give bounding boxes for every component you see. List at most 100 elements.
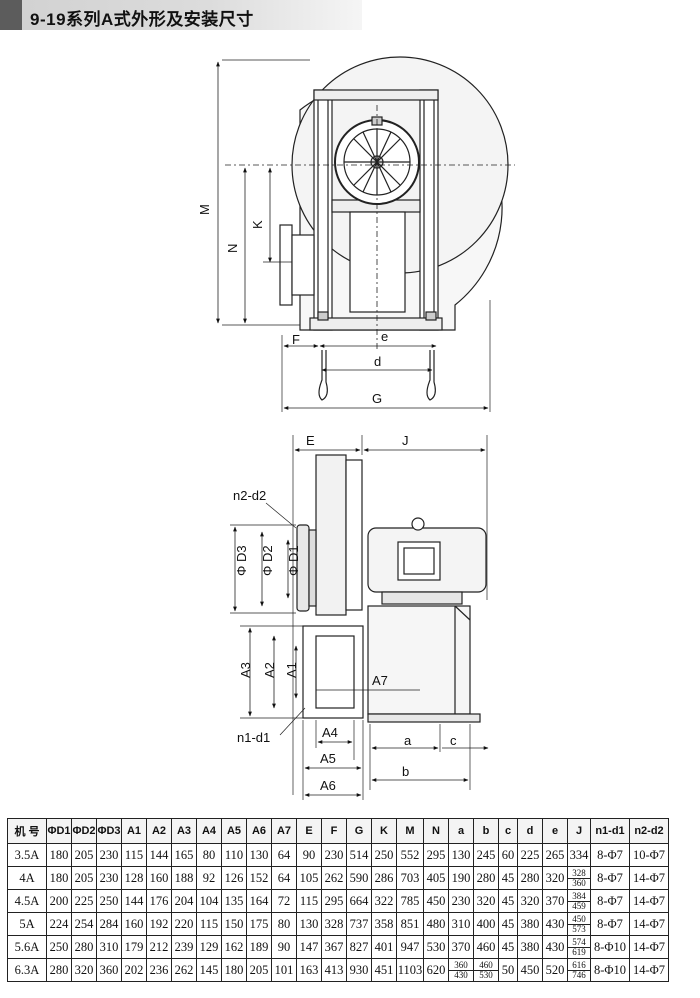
table-cell: 145 [196,958,222,982]
label-c: c [450,733,457,748]
technical-drawing: M N K F e d G [197,56,515,800]
table-cell: 664 [346,889,372,913]
label-A5: A5 [320,751,336,766]
col-header: e [542,818,568,844]
table-cell: 205 [71,866,97,890]
table-cell: 192 [146,912,172,936]
label-G: G [372,391,382,406]
table-cell: 3.5A [7,843,47,867]
label-A1: A1 [284,662,299,678]
table-cell: 147 [296,935,322,959]
label-M: M [197,204,212,215]
fan-back-plate [345,459,363,611]
table-cell: 8-Φ7 [590,889,630,913]
inlet-duct [291,234,315,296]
table-cell: 8-Φ10 [590,935,630,959]
table-cell: 212 [146,935,172,959]
table-cell: 14-Φ7 [629,866,669,890]
table-cell: 129 [196,935,222,959]
label-K: K [250,220,265,229]
mid-frame [349,211,406,313]
table-cell: 4.5A [7,889,47,913]
col-header: A5 [221,818,247,844]
table-cell: 370 [542,889,568,913]
table-cell: 200 [46,889,72,913]
col-header: b [473,818,499,844]
table-cell: 370 [448,935,474,959]
label-F: F [292,332,300,347]
table-cell: 8-Φ7 [590,912,630,936]
table-cell: 144 [146,843,172,867]
table-cell: 310 [448,912,474,936]
table-cell: 295 [321,889,347,913]
col-header: c [498,818,518,844]
col-header: E [296,818,322,844]
table-cell: 514 [346,843,372,867]
label-n2-d2: n2-d2 [233,488,266,503]
front-view [216,56,515,412]
table-cell: 230 [448,889,474,913]
label-D1: Φ D1 [286,545,301,576]
table-cell: 320 [71,958,97,982]
col-header: ΦD3 [96,818,122,844]
table-cell: 225 [517,843,543,867]
table-cell: 400 [473,912,499,936]
col-header: J [567,818,591,844]
right-post [419,89,439,331]
label-N: N [225,244,240,253]
col-header: A2 [146,818,172,844]
table-cell: 225 [71,889,97,913]
table-cell: 334 [567,843,591,867]
table-cell: 126 [221,866,247,890]
table-cell: 703 [396,866,424,890]
col-header: A3 [171,818,197,844]
table-cell: 14-Φ7 [629,935,669,959]
table-cell: 5A [7,912,47,936]
table-cell: 205 [246,958,272,982]
table-cell: 179 [121,935,147,959]
label-D3: Φ D3 [234,545,249,576]
table-cell: 189 [246,935,272,959]
table-cell: 5.6A [7,935,47,959]
table-cell: 130 [246,843,272,867]
table-cell: 14-Φ7 [629,958,669,982]
table-cell: 105 [296,866,322,890]
table-cell: 80 [271,912,297,936]
table-cell: 620 [423,958,449,982]
table-cell: 430 [542,912,568,936]
col-header: A6 [246,818,272,844]
col-header: n2-d2 [629,818,669,844]
table-cell: 413 [321,958,347,982]
table-cell: 14-Φ7 [629,912,669,936]
table-cell: 328 [321,912,347,936]
table-cell: 45 [498,912,518,936]
label-A6: A6 [320,778,336,793]
table-cell: 72 [271,889,297,913]
page-title: 9-19系列A式外形及安装尺寸 [30,10,254,29]
table-cell: 280 [71,935,97,959]
table-cell: 64 [271,866,297,890]
table-cell: 590 [346,866,372,890]
table-cell: 430 [542,935,568,959]
table-cell: 220 [171,912,197,936]
table-cell: 254 [71,912,97,936]
col-header: N [423,818,449,844]
table-cell: 163 [296,958,322,982]
table-cell: 310 [96,935,122,959]
bottom-plate [309,317,443,331]
table-cell: 180 [221,958,247,982]
label-d: d [374,354,381,369]
label-D2: Φ D2 [260,545,275,576]
table-cell: 286 [371,866,397,890]
table-cell: 175 [246,912,272,936]
table-cell: 230 [96,866,122,890]
table-cell: 4A [7,866,47,890]
table-cell: 1103 [396,958,424,982]
